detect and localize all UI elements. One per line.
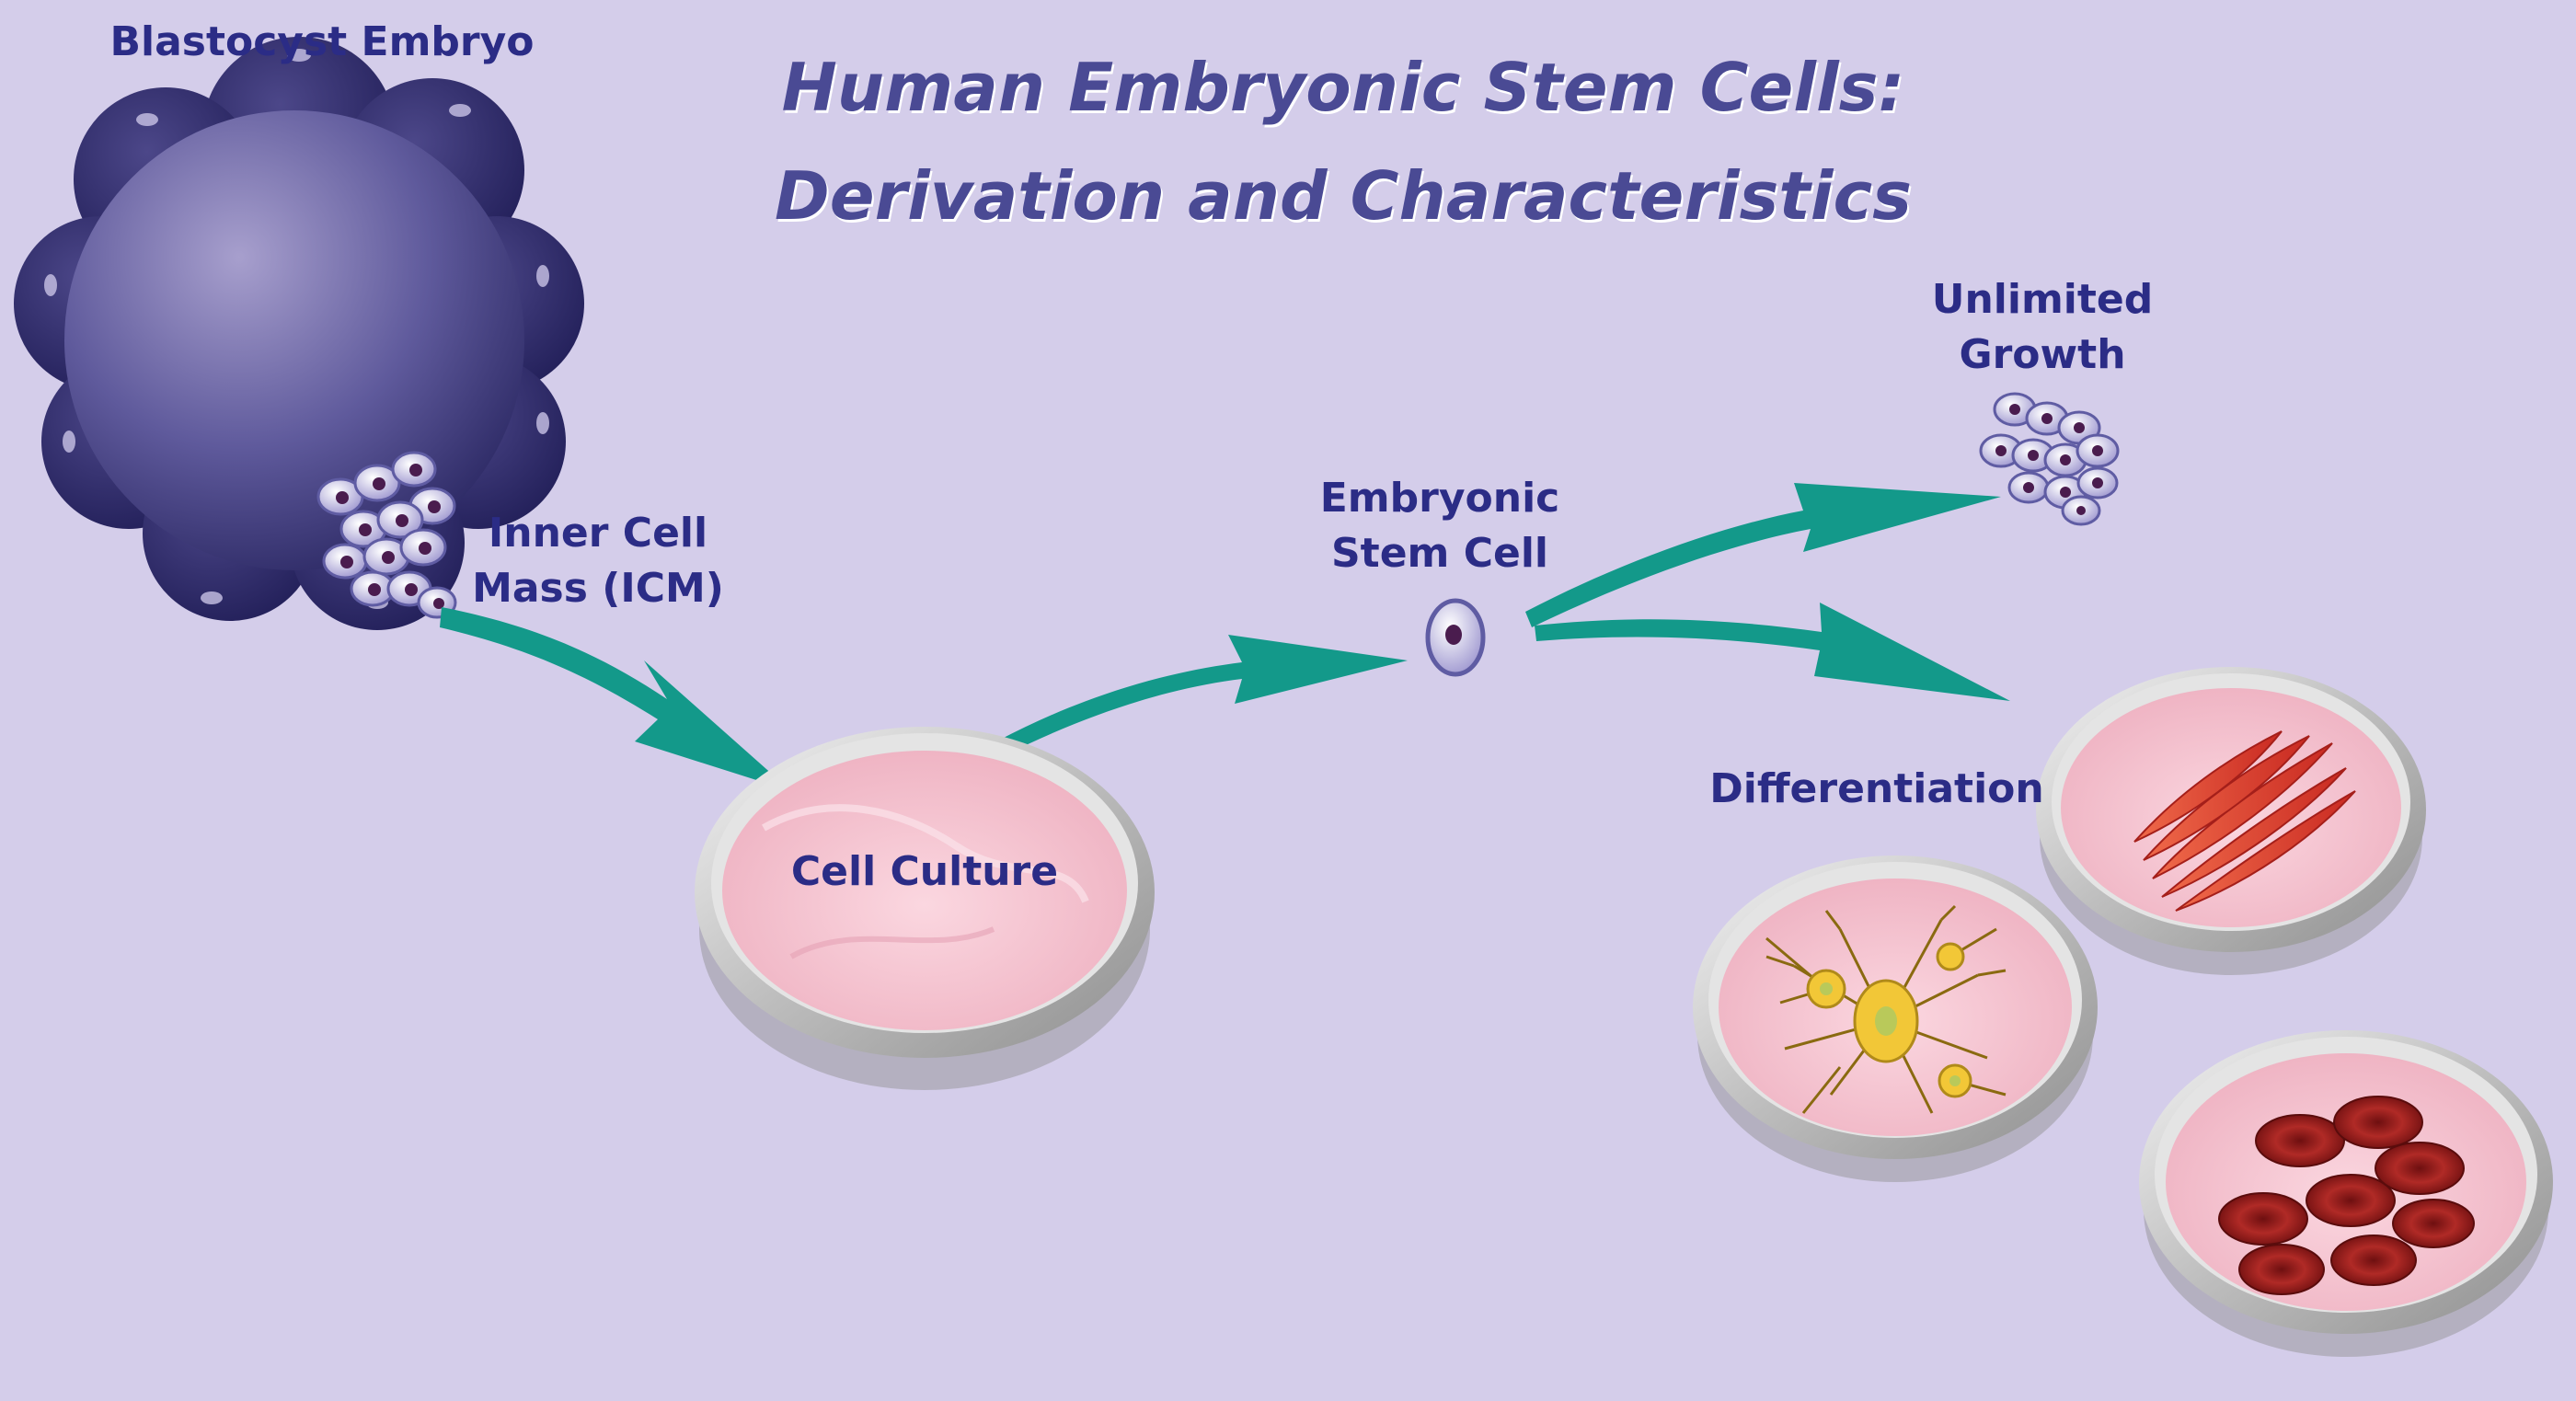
label-icm-line2: Mass (ICM) <box>472 565 724 612</box>
muscle-cell-dish <box>2036 667 2426 975</box>
diagram-title: Human Embryonic Stem Cells: Derivation a… <box>699 33 1987 250</box>
blood-cells <box>2218 1096 2475 1295</box>
diagram-title-line2: Derivation and Characteristics <box>774 157 1913 235</box>
arrow-culture-to-stem-cell <box>998 635 1408 756</box>
cell-culture-dish <box>695 727 1155 1090</box>
embryonic-stem-cell <box>1425 598 1486 677</box>
blastocoel-sphere <box>64 110 524 570</box>
arrow-stem-cell-to-growth <box>1525 483 2001 627</box>
label-differentiation: Differentiation <box>1709 765 2044 812</box>
label-growth-line1: Unlimited <box>1931 276 2154 323</box>
label-growth-line2: Growth <box>1959 331 2126 378</box>
unlimited-growth-cluster <box>1979 392 2120 526</box>
arrow-stem-cell-to-differentiation <box>1535 603 2010 701</box>
label-unlimited-growth: Unlimited Growth <box>1914 272 2171 383</box>
label-es-cell-line1: Embryonic <box>1319 475 1560 522</box>
muscle-cells <box>2133 730 2356 912</box>
inner-cell-mass-cluster <box>316 451 457 619</box>
label-es-cell-line2: Stem Cell <box>1330 530 1549 577</box>
blood-cell-dish <box>2139 1030 2553 1357</box>
label-inner-cell-mass: Inner Cell Mass (ICM) <box>460 506 736 616</box>
diagram-title-line1: Human Embryonic Stem Cells: <box>781 49 1905 126</box>
flow-arrows <box>440 483 2010 791</box>
label-blastocyst-embryo: Blastocyst Embryo <box>109 18 535 65</box>
label-embryonic-stem-cell: Embryonic Stem Cell <box>1297 471 1582 581</box>
label-icm-line1: Inner Cell <box>488 510 708 557</box>
label-cell-culture: Cell Culture <box>790 848 1059 895</box>
neuron-dish <box>1693 856 2098 1182</box>
arrow-icm-to-culture <box>440 607 791 791</box>
